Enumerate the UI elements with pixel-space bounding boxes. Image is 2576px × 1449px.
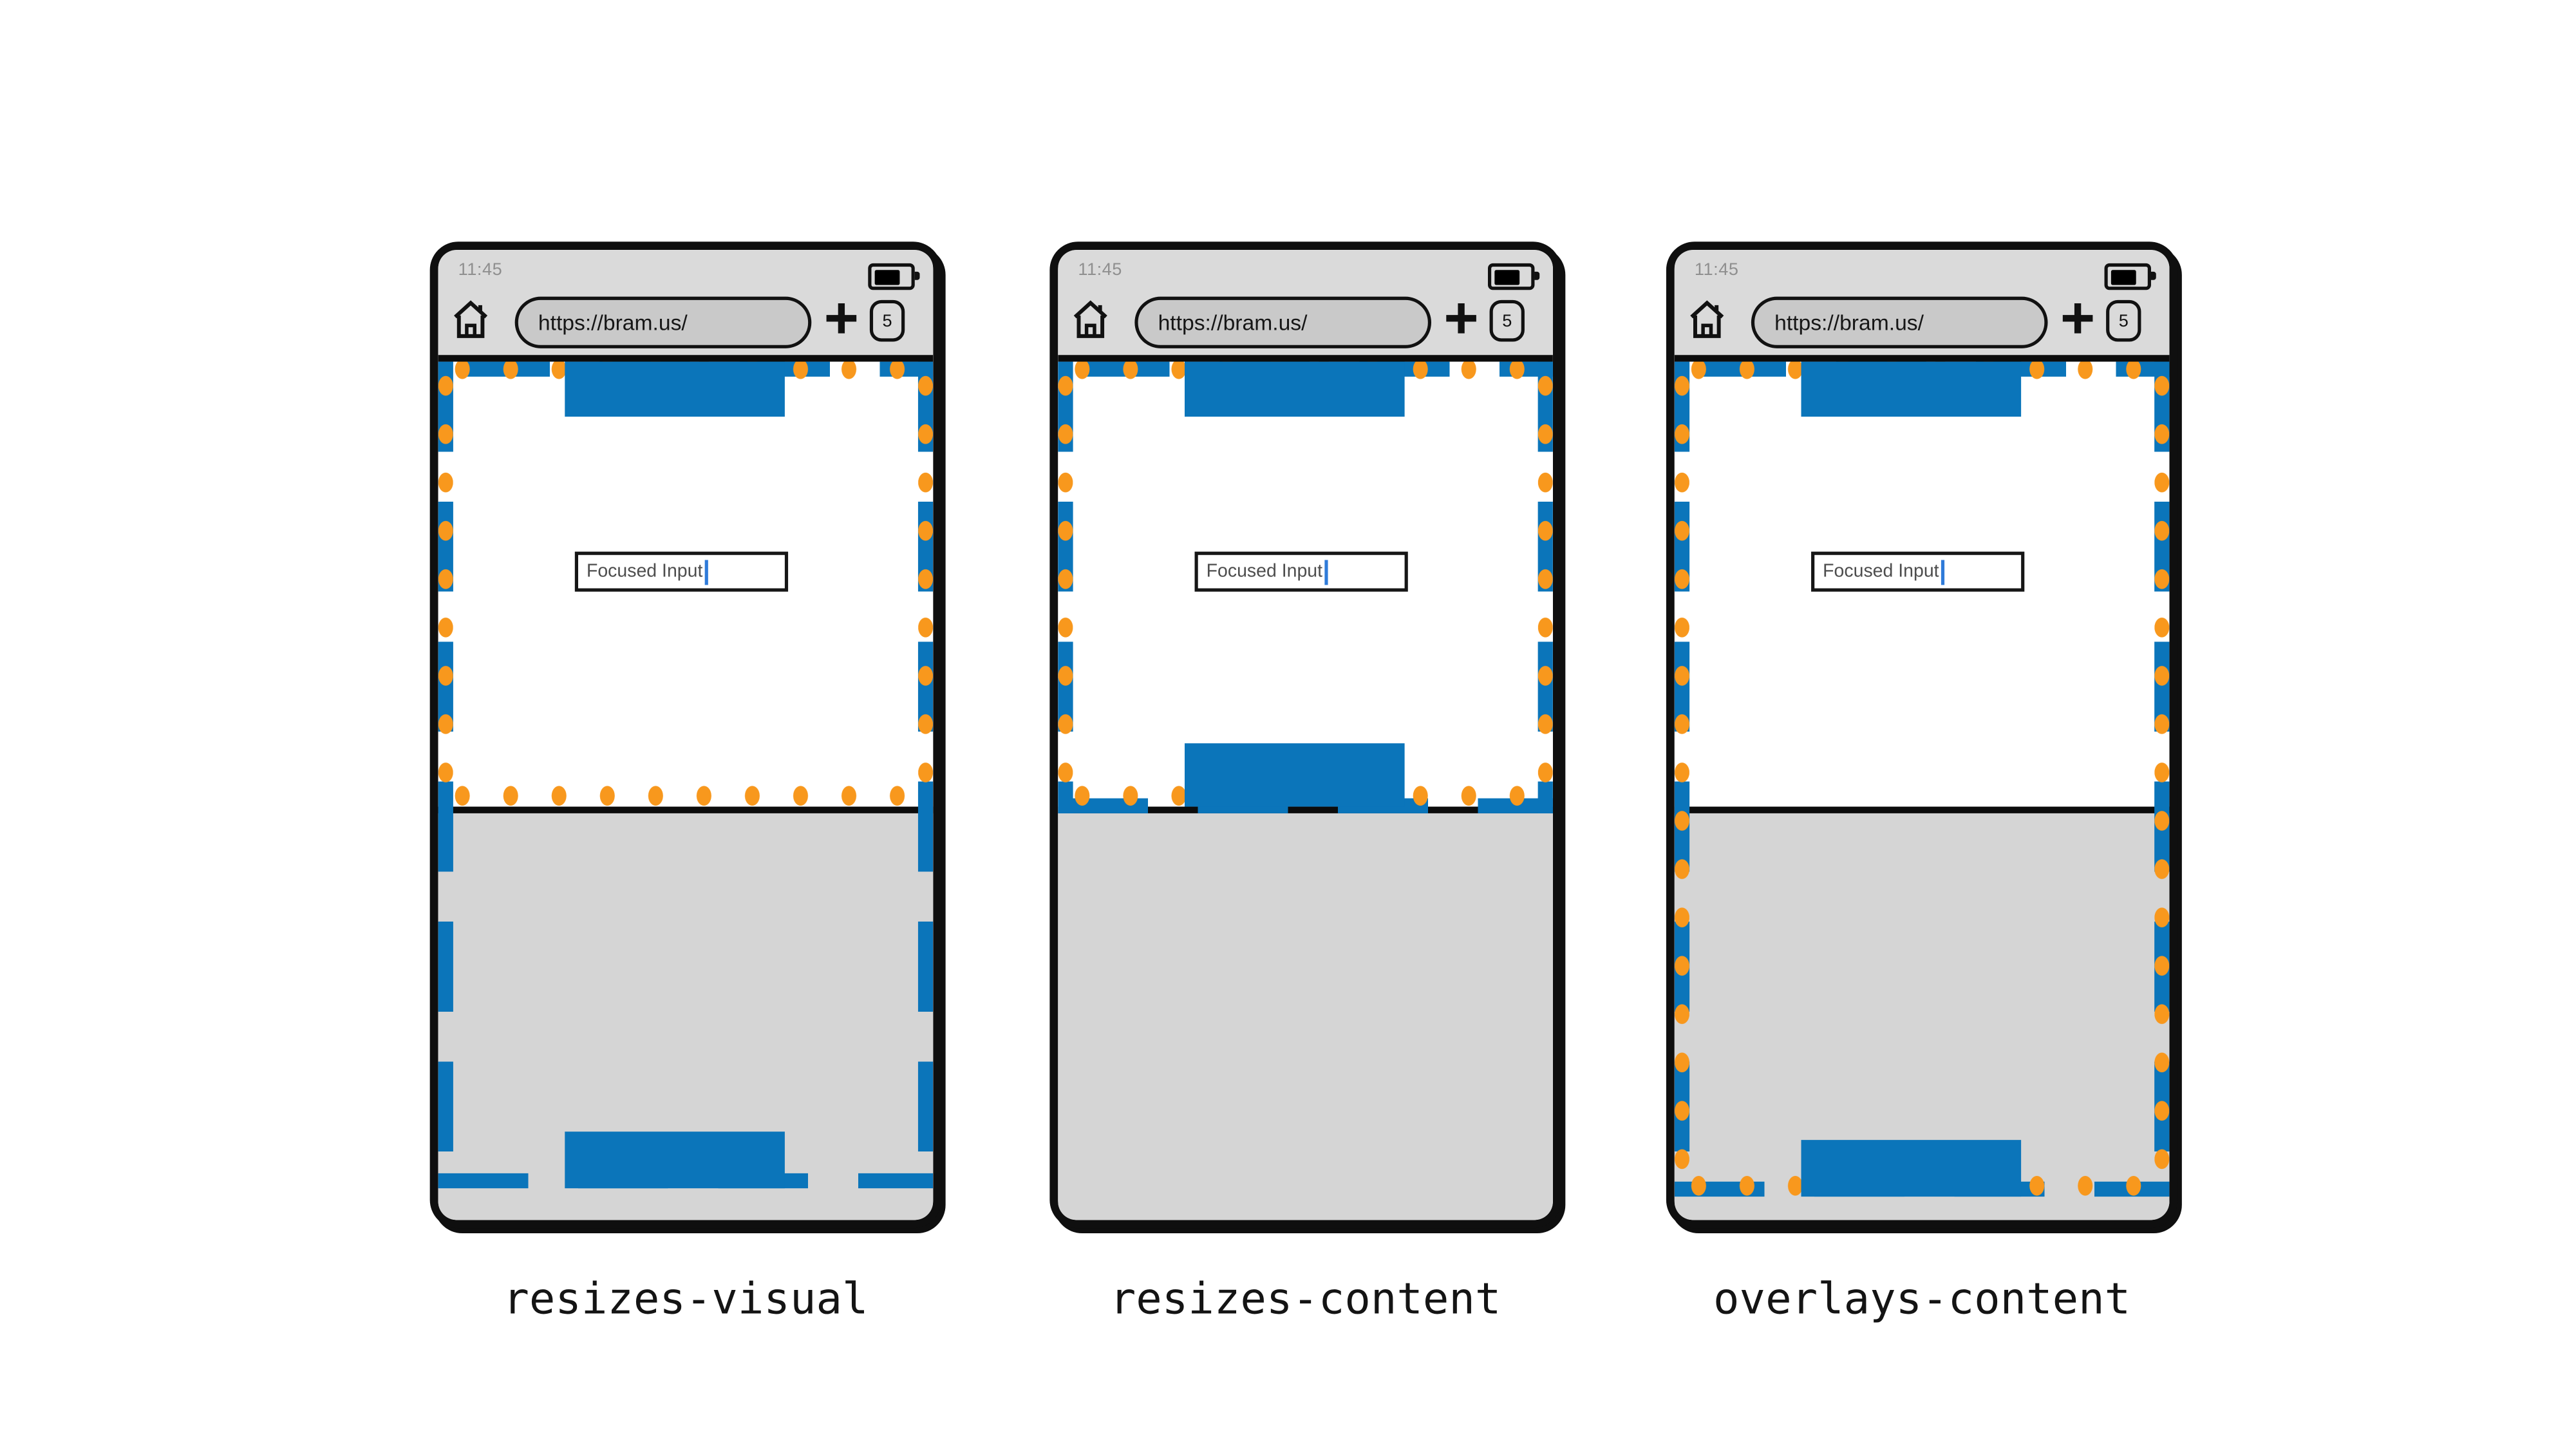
- text-caret-icon: [704, 559, 708, 585]
- url-bar[interactable]: https://bram.us/: [514, 296, 812, 348]
- keyboard-separator: [438, 806, 934, 813]
- home-icon[interactable]: [1688, 298, 1727, 340]
- toolbar-separator: [1674, 355, 2170, 362]
- page-header-block: [1184, 361, 1405, 417]
- page-footer-block: [1801, 1140, 2022, 1197]
- visual-viewport-dots-left: [1674, 361, 1693, 1197]
- toolbar-separator: [438, 355, 934, 362]
- home-icon[interactable]: [1071, 298, 1110, 340]
- phone-screen: Focused Input 11:45 https://bram.us/: [438, 250, 934, 1220]
- focused-input-value: Focused Input: [586, 562, 703, 582]
- text-caret-icon: [1324, 559, 1328, 585]
- visual-viewport-dots-left: [1058, 361, 1076, 807]
- new-tab-plus-icon[interactable]: [1446, 303, 1476, 334]
- status-time: 11:45: [1694, 260, 1739, 280]
- tab-count: 5: [1502, 310, 1512, 331]
- phone-overlays-content: Focused Input 11:45 https://bram.us/: [1666, 242, 2178, 1229]
- url-bar[interactable]: https://bram.us/: [1134, 296, 1432, 348]
- visual-viewport-dots-bottom: [438, 784, 934, 807]
- tab-counter-button[interactable]: 5: [2106, 299, 2141, 342]
- new-tab-plus-icon[interactable]: [2062, 303, 2093, 334]
- battery-icon: [1487, 263, 1539, 290]
- page-footer-block: [1184, 743, 1405, 807]
- page-footer-block: [565, 1132, 785, 1189]
- phone-resizes-content: Focused Input 11:45 https://bram.us/: [1049, 242, 1561, 1229]
- visual-viewport-dots-right: [914, 361, 934, 807]
- url-text: https://bram.us/: [1774, 310, 1924, 336]
- focused-input-value: Focused Input: [1206, 562, 1323, 582]
- tab-counter-button[interactable]: 5: [1489, 299, 1525, 342]
- browser-chrome: 11:45 https://bram.us/ 5: [438, 250, 934, 362]
- focused-input[interactable]: Focused Input: [574, 551, 789, 592]
- battery-fill: [874, 269, 899, 285]
- figure-caption-resizes-content: resizes-content: [1109, 1274, 1501, 1325]
- focused-input-value: Focused Input: [1823, 562, 1939, 582]
- page-header-block: [1801, 361, 2022, 417]
- battery-fill: [2110, 269, 2136, 285]
- figure-caption-overlays-content: overlays-content: [1713, 1274, 2131, 1325]
- toolbar-separator: [1058, 355, 1553, 362]
- virtual-keyboard-area: [1058, 813, 1553, 1220]
- status-time: 11:45: [1078, 260, 1122, 280]
- focused-input[interactable]: Focused Input: [1811, 551, 2025, 592]
- visual-viewport-dots-right: [2150, 361, 2170, 1197]
- phone-screen: Focused Input 11:45 https://bram.us/: [1674, 250, 2170, 1220]
- battery-icon: [868, 263, 919, 290]
- visual-viewport-dots-right: [1534, 361, 1553, 807]
- battery-nub: [914, 270, 919, 279]
- tab-count: 5: [2118, 310, 2129, 331]
- browser-chrome: 11:45 https://bram.us/ 5: [1674, 250, 2170, 362]
- tab-count: 5: [882, 310, 892, 331]
- battery-icon: [2104, 263, 2156, 290]
- home-icon[interactable]: [451, 298, 490, 340]
- page-header-block: [565, 361, 785, 417]
- phone-resizes-visual: Focused Input 11:45 https://bram.us/: [429, 242, 942, 1229]
- phone-screen: Focused Input 11:45 https://bram.us/: [1058, 250, 1553, 1220]
- battery-fill: [1494, 269, 1519, 285]
- url-text: https://bram.us/: [1158, 310, 1308, 336]
- new-tab-plus-icon[interactable]: [826, 303, 857, 334]
- url-bar[interactable]: https://bram.us/: [1751, 296, 2048, 348]
- visual-viewport-dots-left: [438, 361, 457, 807]
- battery-nub: [1534, 270, 1539, 279]
- status-time: 11:45: [458, 260, 503, 280]
- tab-counter-button[interactable]: 5: [869, 299, 905, 342]
- browser-chrome: 11:45 https://bram.us/ 5: [1058, 250, 1553, 362]
- battery-nub: [2150, 270, 2156, 279]
- keyboard-separator: [1674, 806, 2170, 813]
- text-caret-icon: [1941, 559, 1944, 585]
- figure-caption-resizes-visual: resizes-visual: [503, 1274, 869, 1325]
- focused-input[interactable]: Focused Input: [1194, 551, 1408, 592]
- url-text: https://bram.us/: [538, 310, 688, 336]
